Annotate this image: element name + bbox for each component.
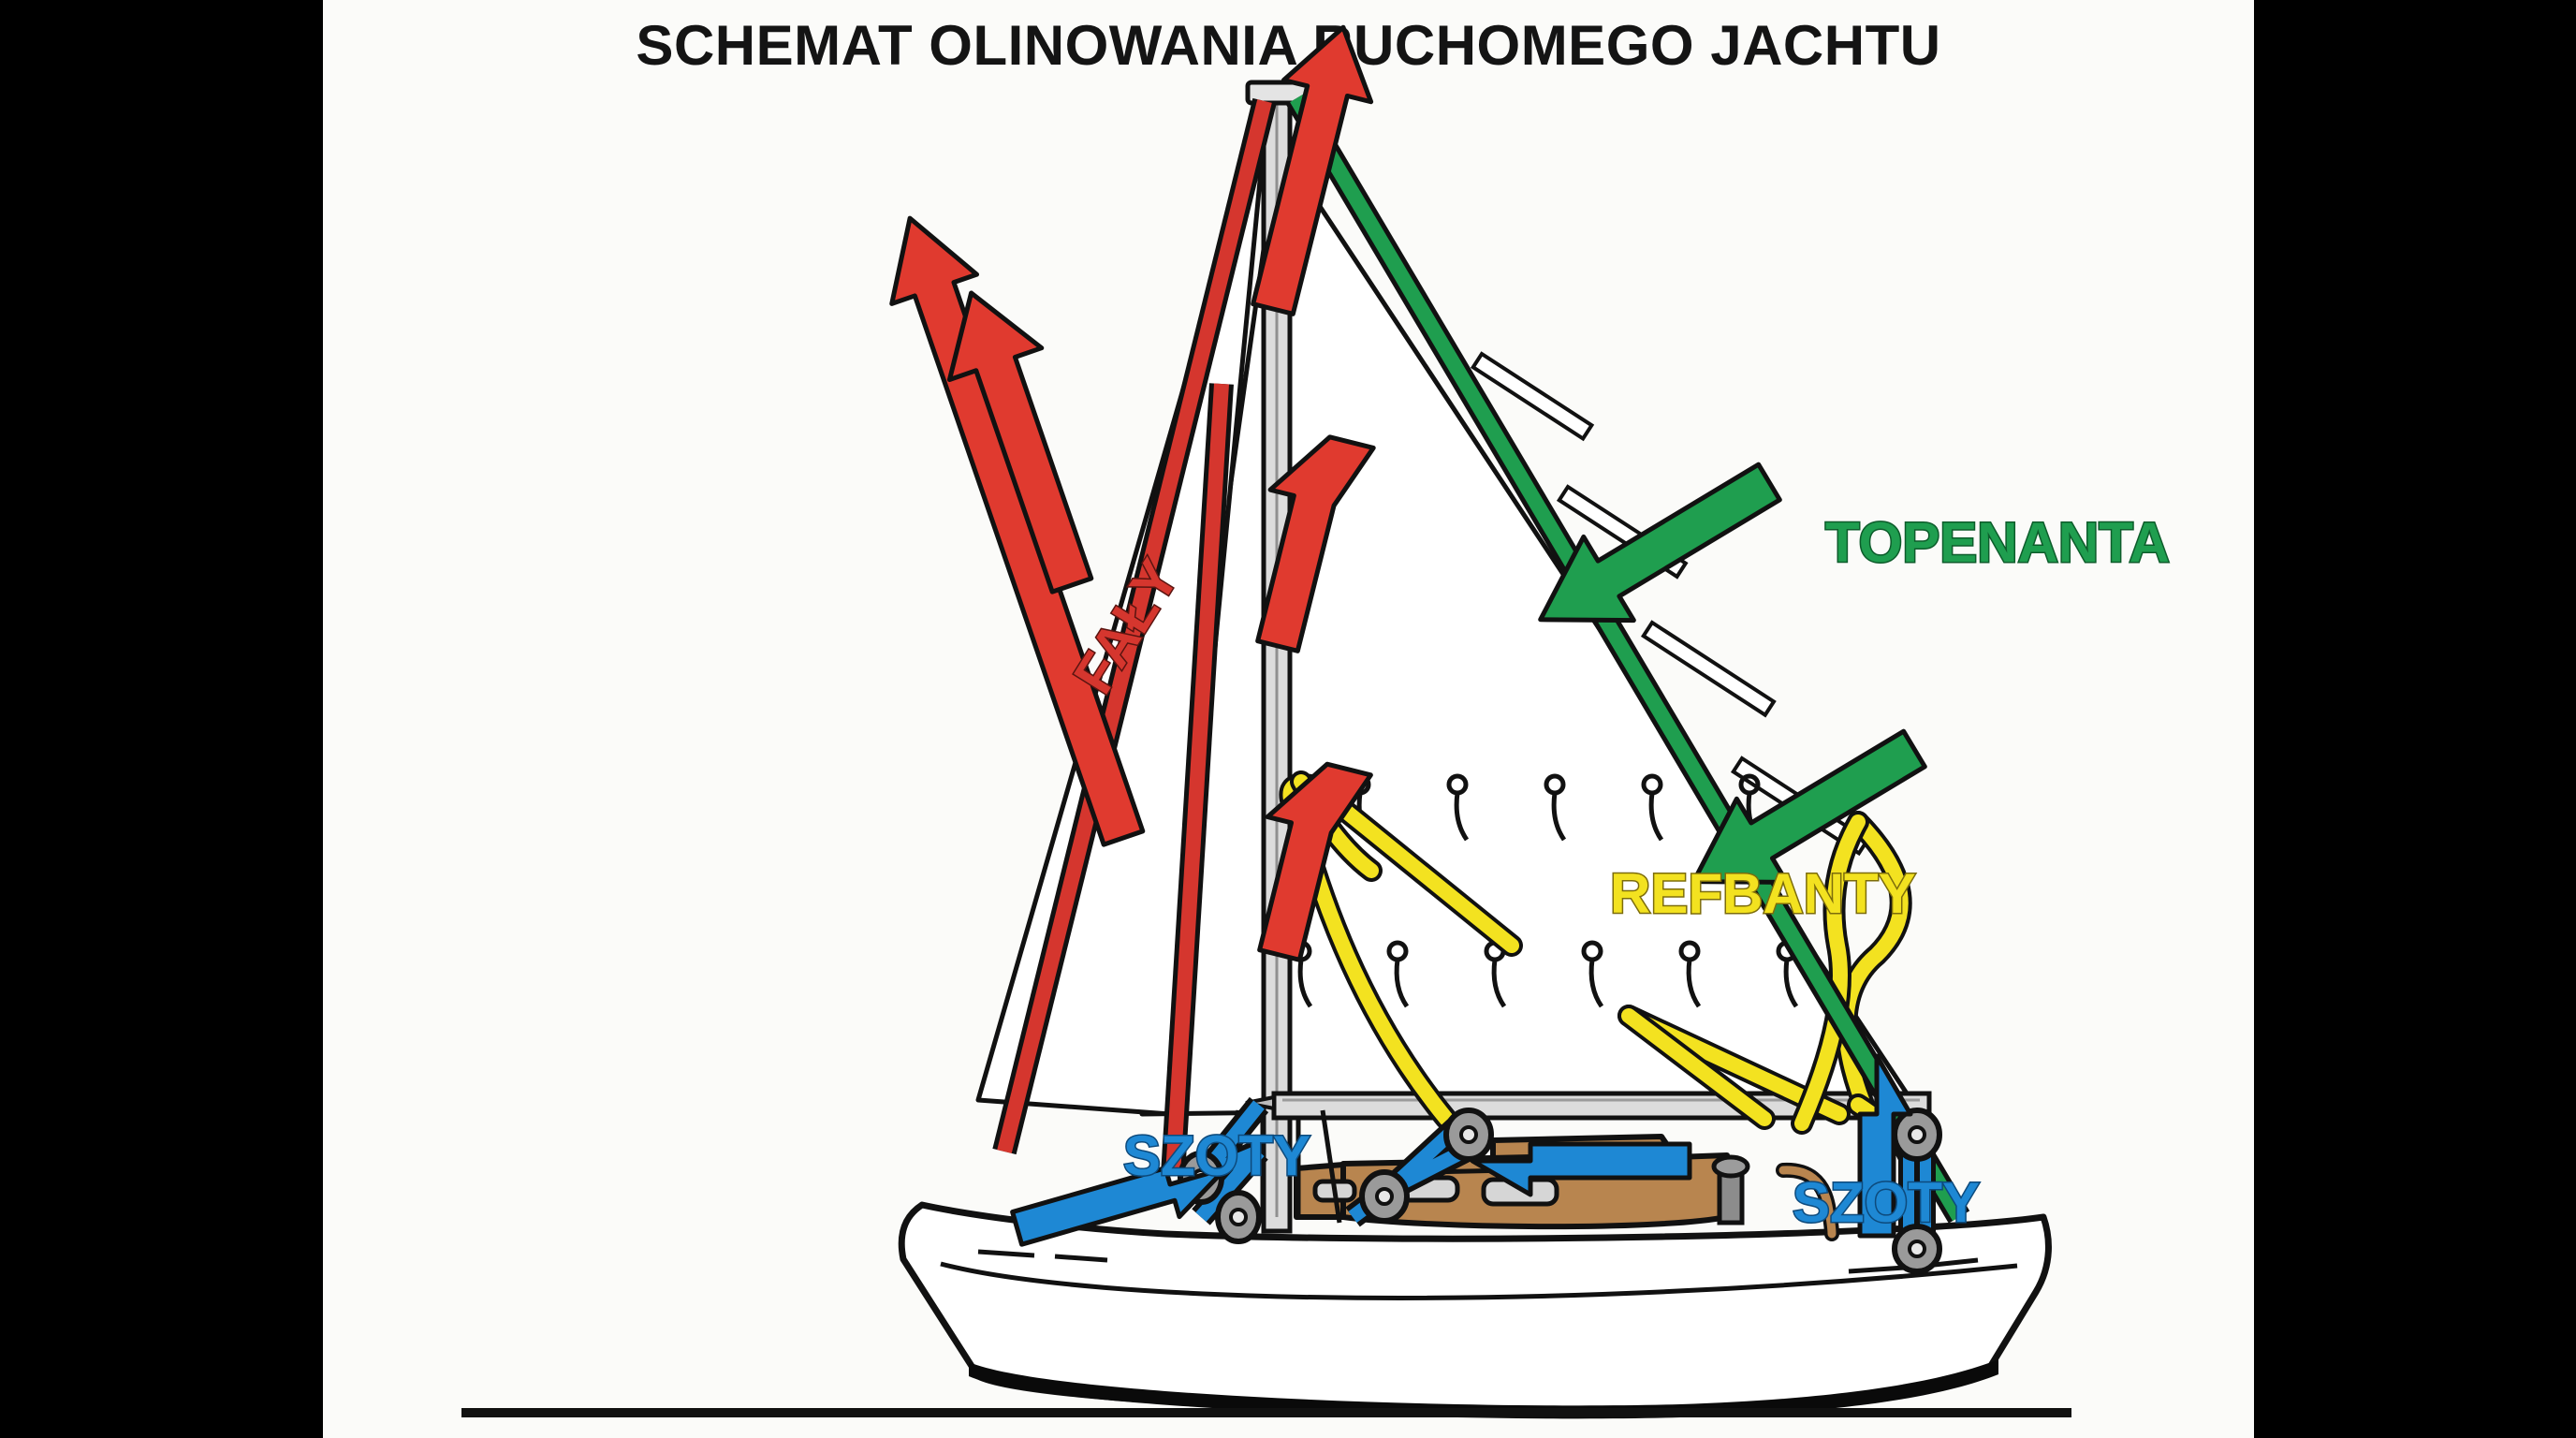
reef-point bbox=[1581, 940, 1604, 1008]
shroud bbox=[1320, 1109, 1342, 1224]
diagram-canvas: FAŁY TOPENANTA REFBANTY SZOTY SZOTY bbox=[323, 0, 2254, 1438]
fore-halyard-line bbox=[997, 99, 1272, 1153]
reef-point bbox=[1446, 773, 1470, 842]
page-title: SCHEMAT OLINOWANIA RUCHOMEGO JACHTU bbox=[636, 14, 1941, 77]
block-pulley bbox=[1359, 1169, 1410, 1224]
right-letterbox-bar bbox=[2254, 0, 2576, 1438]
tiller bbox=[1778, 1166, 1837, 1239]
deck-bollard bbox=[1711, 1154, 1750, 1225]
hull-boot-stripe bbox=[969, 1359, 1998, 1419]
block-pulley bbox=[1892, 1224, 1942, 1274]
sheet-arrow-up bbox=[1857, 1053, 1913, 1239]
topping-lift-arrow-down bbox=[1690, 728, 1927, 885]
waterline bbox=[461, 1408, 2071, 1417]
reef-point bbox=[1678, 940, 1702, 1008]
hull bbox=[898, 1201, 2052, 1419]
label-refbanty: REFBANTY bbox=[1610, 862, 1916, 925]
halyard-arrow-up bbox=[1257, 761, 1373, 962]
batten bbox=[1470, 351, 1595, 442]
batten bbox=[1640, 620, 1777, 718]
reef-point bbox=[1641, 773, 1664, 842]
left-letterbox-bar bbox=[0, 0, 323, 1438]
label-topenanta: TOPENANTA bbox=[1825, 511, 2170, 574]
sheet-tackle-right bbox=[1345, 1108, 1494, 1227]
hull-dash bbox=[977, 1249, 1035, 1258]
block-pulley bbox=[1443, 1108, 1494, 1162]
reef-line-6 bbox=[1794, 814, 1866, 1131]
reef-point bbox=[1386, 940, 1410, 1008]
reef-point bbox=[1544, 773, 1567, 842]
halyard-arrow-up bbox=[1251, 24, 1374, 316]
halyard-arrow-up-diagonal bbox=[946, 290, 1094, 594]
sheet-arrow-right bbox=[1010, 1166, 1229, 1247]
halyard-arrows bbox=[889, 24, 1376, 962]
halyard-ropes bbox=[992, 97, 1277, 1176]
halyard-arrow-up bbox=[1255, 434, 1376, 653]
hull-dash bbox=[1848, 1265, 1906, 1274]
sheet-arrows bbox=[1010, 1053, 1913, 1247]
label-szoty-left: SZOTY bbox=[1123, 1124, 1310, 1187]
reef-line-4 bbox=[1621, 1008, 1772, 1126]
mainsheet-tackle bbox=[1892, 1108, 1942, 1274]
topping-lift-line bbox=[1290, 94, 1966, 1222]
diagram-page: SCHEMAT OLINOWANIA RUCHOMEGO JACHTU bbox=[323, 0, 2254, 1438]
topping-lift-rope bbox=[1285, 92, 1970, 1224]
block-pulley bbox=[1215, 1190, 1262, 1244]
main-halyard-line bbox=[1165, 383, 1229, 1176]
yacht-rigging-diagram: FAŁY TOPENANTA REFBANTY SZOTY SZOTY bbox=[461, 24, 2171, 1419]
topping-lift-arrow-down bbox=[1538, 462, 1782, 624]
sheet-arrow-left bbox=[1470, 1141, 1692, 1197]
block-pulley bbox=[1892, 1108, 1942, 1162]
hull-sheer-line bbox=[940, 1261, 2018, 1300]
hull-dash bbox=[1054, 1254, 1108, 1263]
topping-lift-arrows bbox=[1538, 462, 1927, 885]
label-szoty-right: SZOTY bbox=[1793, 1171, 1980, 1234]
